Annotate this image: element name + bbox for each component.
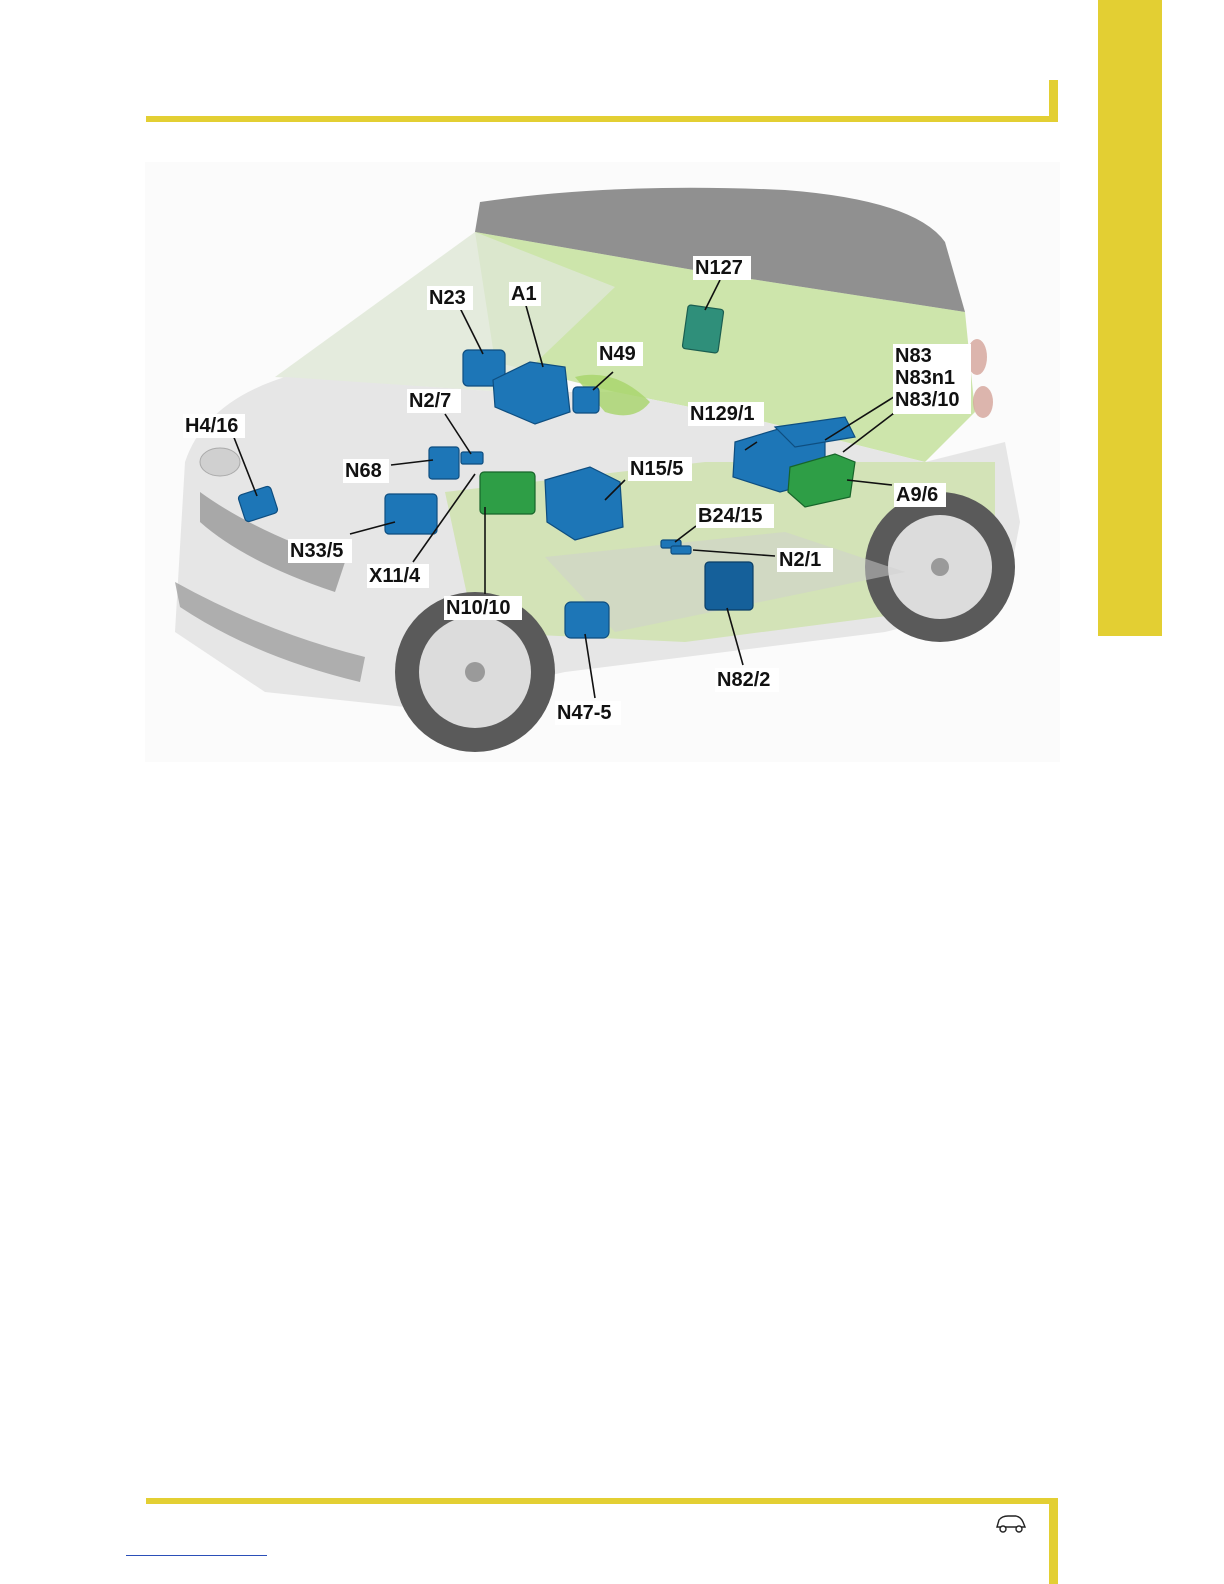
component-n10-10 [480,472,535,514]
label-n83n1: N83n1 [895,367,955,389]
label-x11-4: X11/4 [369,565,421,587]
label-n2-7: N2/7 [409,390,451,412]
label-b24-15: B24/15 [698,505,763,527]
label-a9-6: A9/6 [896,484,938,506]
component-n68 [429,447,459,479]
component-n33-5 [385,494,437,534]
header-rule-cap [1049,80,1058,122]
footer-rule-cap [1049,1498,1058,1584]
header-rule [146,116,1058,122]
label-n2-1: N2/1 [779,549,821,571]
component-n47-5 [565,602,609,638]
label-h4-16: H4/16 [185,415,238,437]
label-a1: A1 [511,283,537,305]
component-n49 [573,387,599,413]
label-n33-5: N33/5 [290,540,343,562]
footer-link-underline[interactable] [126,1555,267,1556]
component-n127 [682,305,724,354]
component-n2-1 [671,546,691,554]
label-n49: N49 [599,343,636,365]
component-n2-7 [461,452,483,464]
component-n82-2 [705,562,753,610]
chapter-side-tab [1098,0,1162,636]
label-n68: N68 [345,460,382,482]
label-n15-5: N15/5 [630,458,683,480]
label-n83: N83 [895,345,932,367]
label-n82-2: N82/2 [717,669,770,691]
footer-rule [146,1498,1058,1504]
label-n47-5: N47-5 [557,702,611,724]
label-n129-1: N129/1 [690,403,755,425]
label-n83-10: N83/10 [895,389,960,411]
label-n10-10: N10/10 [446,597,511,619]
vehicle-component-diagram: N127 N23 A1 N49 N83 N83n1 N83/10 N2/7 H4… [145,162,1060,762]
label-n127: N127 [695,257,743,279]
car-icon [994,1514,1028,1534]
label-n23: N23 [429,287,466,309]
